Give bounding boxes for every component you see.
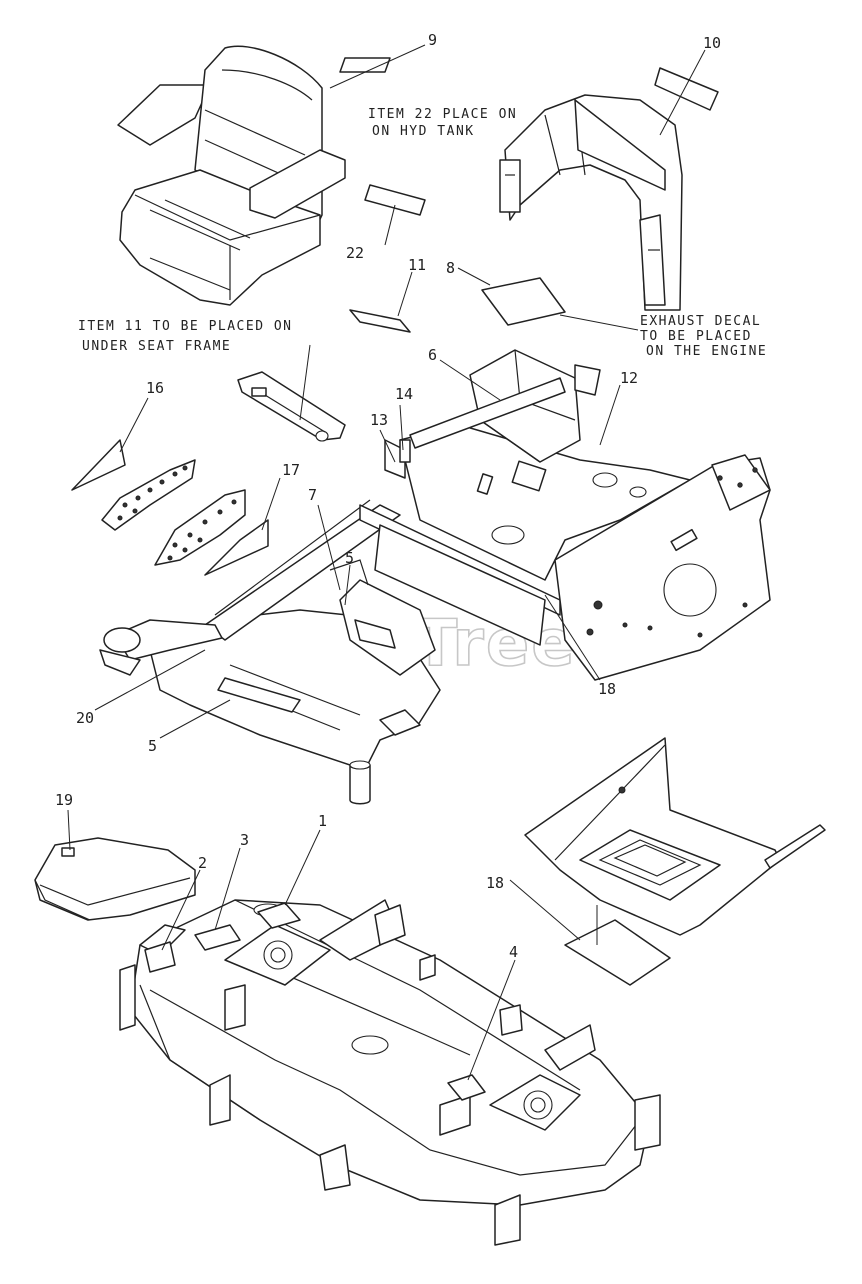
- side-plate-16-part: [71, 439, 196, 531]
- callout-19: 19: [55, 791, 73, 809]
- note-seat-frame-line-1: ITEM 11 TO BE PLACED ON: [78, 319, 293, 334]
- cover-19-part: [34, 837, 196, 921]
- footrest-plate-part: [524, 737, 826, 936]
- note-hydraulic-tank-line-1: ITEM 22 PLACE ON: [368, 107, 517, 122]
- decal-9-part: [339, 57, 391, 73]
- callout-1: 1: [318, 812, 327, 830]
- mower-deck-part: [119, 899, 661, 1246]
- decal-18-part: [564, 919, 671, 986]
- decal-11-part: [349, 309, 411, 333]
- note-seat-frame-line-2: UNDER SEAT FRAME: [82, 339, 231, 354]
- note-exhaust-line-2: TO BE PLACED: [640, 329, 752, 344]
- decal-3-part: [194, 924, 241, 951]
- decal-10-part: [654, 67, 719, 111]
- callout-17: 17: [282, 461, 300, 479]
- callout-7: 7: [308, 486, 317, 504]
- callout-16: 16: [146, 379, 164, 397]
- callout-4: 4: [509, 943, 518, 961]
- callout-22: 22: [346, 244, 364, 262]
- decal-8-part: [481, 277, 566, 326]
- callout-5-bracket: 5: [345, 549, 354, 567]
- seat-part: [117, 45, 346, 306]
- callout-11: 11: [408, 256, 426, 274]
- callout-2: 2: [198, 854, 207, 872]
- note-exhaust-line-1: EXHAUST DECAL: [640, 314, 761, 329]
- callout-9: 9: [428, 31, 437, 49]
- callout-12: 12: [620, 369, 638, 387]
- callout-14: 14: [395, 385, 413, 403]
- callout-13: 13: [370, 411, 388, 429]
- exhaust-guard-part: [499, 94, 683, 311]
- callout-6: 6: [428, 346, 437, 364]
- callout-18-frame: 18: [598, 680, 616, 698]
- callout-10: 10: [703, 34, 721, 52]
- note-exhaust-line-3: ON THE ENGINE: [646, 344, 767, 359]
- main-frame-part: [99, 349, 771, 805]
- callout-8: 8: [446, 259, 455, 277]
- callout-3: 3: [240, 831, 249, 849]
- callout-20: 20: [76, 709, 94, 727]
- decal-22-part: [364, 184, 426, 216]
- side-plate-17-part: [154, 489, 269, 576]
- callout-18: 18: [486, 874, 504, 892]
- note-hydraulic-tank-line-2: ON HYD TANK: [372, 124, 475, 139]
- seat-bracket-part: [237, 371, 346, 442]
- decal-4-part: [447, 1074, 486, 1101]
- callout-5: 5: [148, 737, 157, 755]
- decal-1-part: [257, 902, 301, 929]
- decal-2-part: [144, 941, 176, 973]
